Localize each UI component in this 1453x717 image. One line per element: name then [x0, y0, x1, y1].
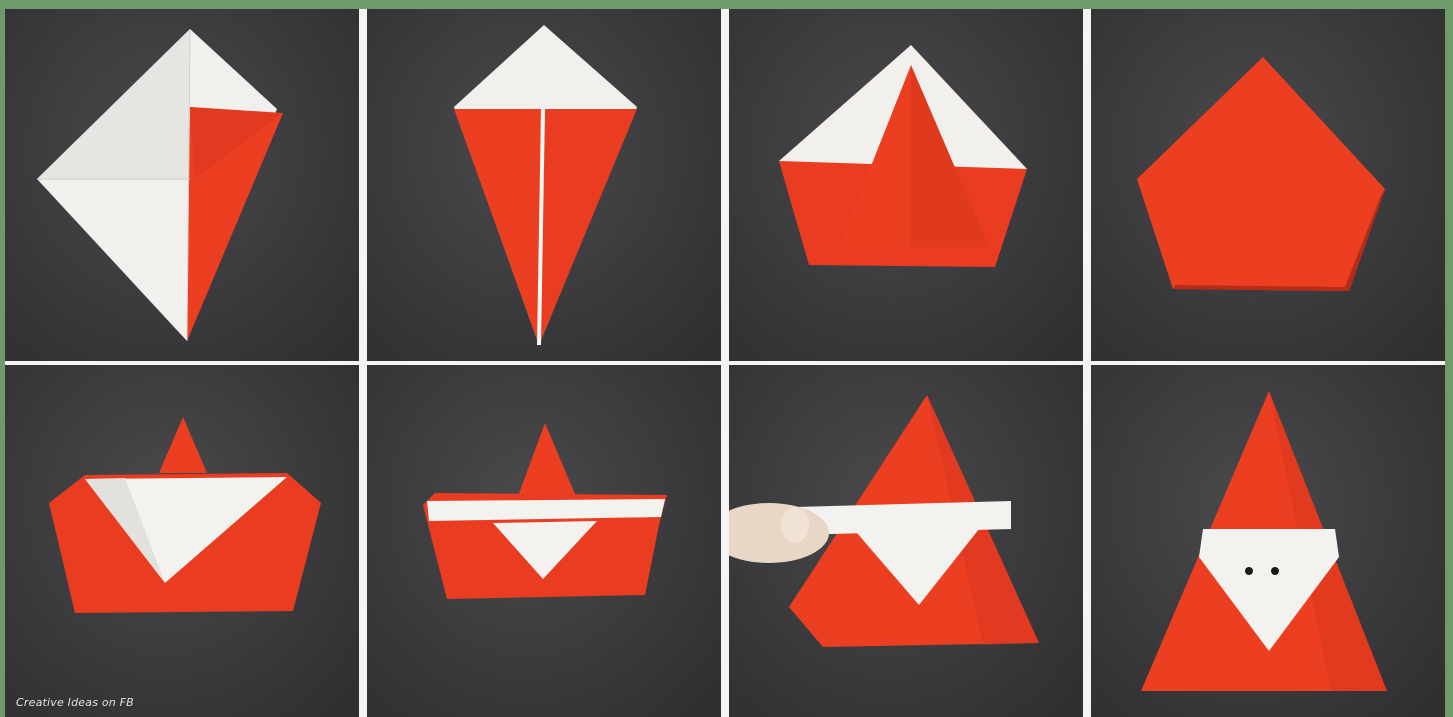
step-2-photo — [367, 9, 721, 361]
step-3-paper — [729, 9, 1083, 361]
step-1-photo — [5, 9, 359, 361]
step-7-photo — [729, 365, 1083, 717]
step-7-paper — [729, 365, 1083, 717]
step-2-paper — [367, 9, 721, 361]
eye-left — [1245, 567, 1253, 575]
step-8-photo — [1091, 365, 1445, 717]
step-5-paper — [5, 365, 359, 717]
credit-watermark: Creative Ideas on FB — [16, 696, 134, 709]
step-4-paper — [1091, 9, 1445, 361]
photo-collage — [5, 9, 1445, 717]
step-8-paper — [1091, 365, 1445, 717]
step-5-photo — [5, 365, 359, 717]
step-6-paper — [367, 365, 721, 717]
step-1-paper — [5, 9, 359, 361]
step-4-photo — [1091, 9, 1445, 361]
eye-right — [1271, 567, 1279, 575]
step-6-photo — [367, 365, 721, 717]
step-3-photo — [729, 9, 1083, 361]
